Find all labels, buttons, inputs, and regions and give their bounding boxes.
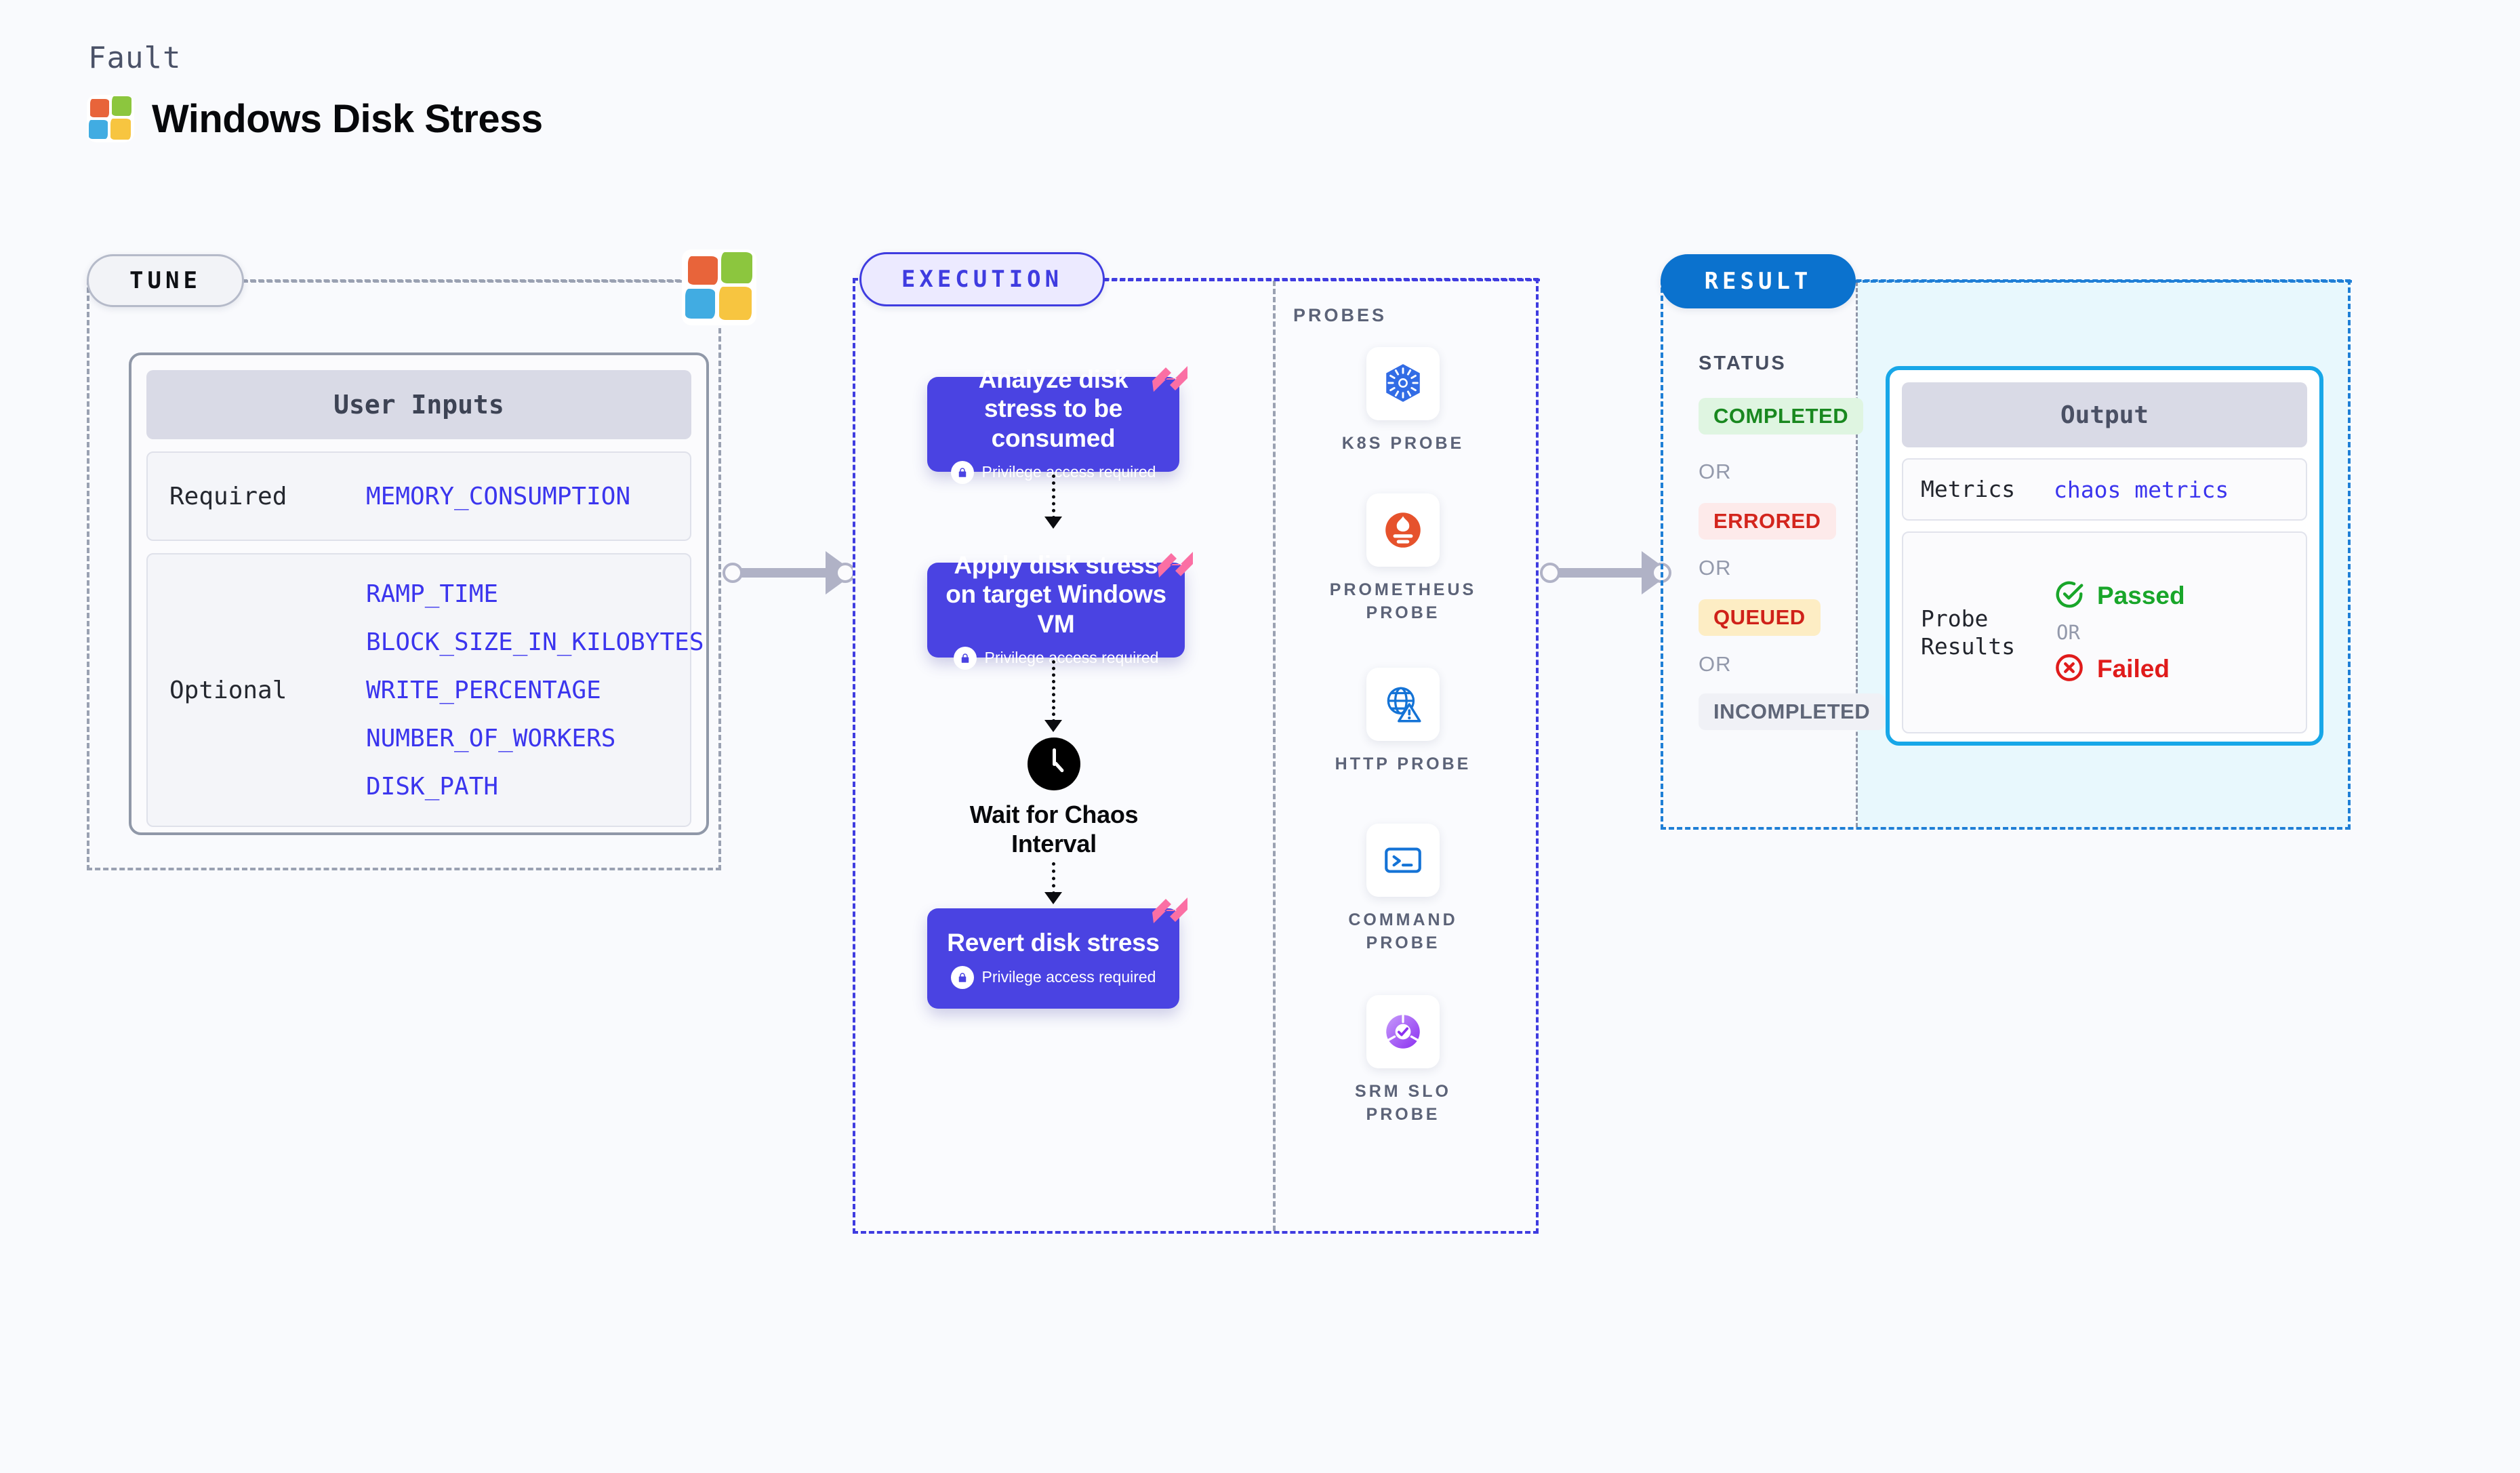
step-connector-arrow-1 xyxy=(1044,517,1062,529)
status-or-1: OR xyxy=(1699,460,1732,483)
step-connector-3 xyxy=(1052,862,1055,895)
probe-prometheus[interactable]: PROMETHEUS PROBE xyxy=(1328,493,1478,625)
status-badge-completed: COMPLETED xyxy=(1699,398,1864,435)
input-value: BLOCK_SIZE_IN_KILOBYTES xyxy=(366,628,704,656)
probe-k8s[interactable]: K8S PROBE xyxy=(1328,347,1478,456)
http-globe-warning-icon xyxy=(1366,668,1440,741)
probe-result-failed: Failed xyxy=(2054,652,2185,686)
probe-label: SRM SLO PROBE xyxy=(1355,1082,1451,1124)
probes-divider xyxy=(1273,281,1276,1231)
flow-arrow-execution-to-result xyxy=(1540,551,1673,594)
step-privilege-note: Privilege access required xyxy=(950,460,1156,484)
result-section-pill[interactable]: RESULT xyxy=(1661,254,1856,308)
status-or-3: OR xyxy=(1699,652,1732,676)
output-metrics-row: Metrics chaos metrics xyxy=(1902,458,2307,521)
tune-windows-logo-icon xyxy=(682,249,756,325)
probe-label: HTTP PROBE xyxy=(1335,754,1471,773)
lock-icon xyxy=(950,965,974,989)
probe-srm-slo[interactable]: SRM SLO PROBE xyxy=(1328,995,1478,1127)
probe-result-or: OR xyxy=(2056,621,2080,644)
flow-arrow-tune-to-execution xyxy=(723,551,855,594)
check-circle-icon xyxy=(2054,579,2085,613)
probe-label: K8S PROBE xyxy=(1341,434,1465,453)
kubernetes-icon xyxy=(1366,347,1440,420)
wait-for-chaos-interval-label: Wait for Chaos Interval xyxy=(969,801,1139,858)
page-header: Windows Disk Stress xyxy=(87,95,543,142)
probe-result-passed: Passed xyxy=(2054,579,2185,613)
probe-label: PROMETHEUS PROBE xyxy=(1329,580,1477,622)
srm-slo-icon xyxy=(1366,995,1440,1068)
execution-step-revert[interactable]: Revert disk stress Privilege access requ… xyxy=(927,897,1187,1009)
prometheus-icon xyxy=(1366,493,1440,567)
execution-step-apply[interactable]: Apply disk stress on target Windows VM P… xyxy=(927,551,1193,670)
required-label: Required xyxy=(169,482,287,510)
terminal-icon xyxy=(1366,824,1440,897)
clock-icon xyxy=(1028,738,1080,790)
privilege-text: Privilege access required xyxy=(981,968,1156,986)
probe-http[interactable]: HTTP PROBE xyxy=(1328,668,1478,776)
optional-values: RAMP_TIME BLOCK_SIZE_IN_KILOBYTES WRITE_… xyxy=(366,580,704,801)
output-title: Output xyxy=(1902,382,2307,447)
optional-label: Optional xyxy=(169,676,287,704)
output-probe-results-row: Probe Results Passed OR xyxy=(1902,531,2307,733)
passed-label: Passed xyxy=(2097,582,2185,609)
input-value: WRITE_PERCENTAGE xyxy=(366,676,601,704)
step-title: Revert disk stress xyxy=(947,929,1160,957)
output-card: Output Metrics chaos metrics Probe Resul… xyxy=(1886,366,2323,746)
tune-pill-connector xyxy=(243,280,690,283)
status-badge-errored: ERRORED xyxy=(1699,503,1836,540)
status-title: STATUS xyxy=(1699,352,1787,374)
status-badge-incompleted: INCOMPLETED xyxy=(1699,693,1886,730)
probes-title: PROBES xyxy=(1293,305,1387,325)
user-inputs-card: User Inputs Required MEMORY_CONSUMPTION … xyxy=(129,352,709,835)
input-value: RAMP_TIME xyxy=(366,580,499,608)
lock-icon xyxy=(953,646,977,670)
step-connector-2 xyxy=(1052,660,1055,723)
privilege-text: Privilege access required xyxy=(981,463,1156,481)
step-privilege-note: Privilege access required xyxy=(953,646,1159,670)
probe-label: COMMAND PROBE xyxy=(1348,910,1458,952)
step-title: Apply disk stress on target Windows VM xyxy=(946,551,1166,638)
required-values: MEMORY_CONSUMPTION xyxy=(366,483,630,510)
step-title: Analyze disk stress to be consumed xyxy=(978,365,1129,452)
result-pill-connector xyxy=(1854,280,2352,283)
page-title: Windows Disk Stress xyxy=(152,96,543,141)
tune-section-pill[interactable]: TUNE xyxy=(87,254,244,307)
lock-icon xyxy=(950,460,974,484)
execution-section-pill[interactable]: EXECUTION xyxy=(859,252,1105,306)
user-inputs-title: User Inputs xyxy=(146,370,691,439)
metrics-label: Metrics xyxy=(1921,476,2016,503)
step-privilege-note: Privilege access required xyxy=(950,965,1156,989)
metrics-value: chaos metrics xyxy=(2054,476,2229,503)
input-value: DISK_PATH xyxy=(366,772,499,801)
probe-results-label: Probe Results xyxy=(1921,605,2016,660)
required-inputs-row: Required MEMORY_CONSUMPTION xyxy=(146,451,691,541)
probe-command[interactable]: COMMAND PROBE xyxy=(1328,824,1478,955)
step-connector-1 xyxy=(1052,475,1055,519)
failed-label: Failed xyxy=(2097,655,2170,683)
execution-pill-connector xyxy=(1103,279,1540,281)
status-badge-queued: QUEUED xyxy=(1699,599,1821,636)
windows-logo-icon xyxy=(87,95,134,142)
input-value: NUMBER_OF_WORKERS xyxy=(366,724,616,752)
optional-inputs-row: Optional RAMP_TIME BLOCK_SIZE_IN_KILOBYT… xyxy=(146,553,704,827)
input-value: MEMORY_CONSUMPTION xyxy=(366,482,631,510)
step-connector-arrow-2 xyxy=(1044,720,1062,732)
page-eyebrow: Fault xyxy=(88,41,182,75)
privilege-text: Privilege access required xyxy=(984,649,1159,667)
step-connector-arrow-3 xyxy=(1044,892,1062,904)
probe-results-values: Passed OR Failed xyxy=(2054,579,2185,686)
x-circle-icon xyxy=(2054,652,2085,686)
status-or-2: OR xyxy=(1699,556,1732,580)
result-inner-divider xyxy=(1856,282,1858,827)
execution-step-analyze[interactable]: Analyze disk stress to be consumed Privi… xyxy=(927,365,1187,484)
